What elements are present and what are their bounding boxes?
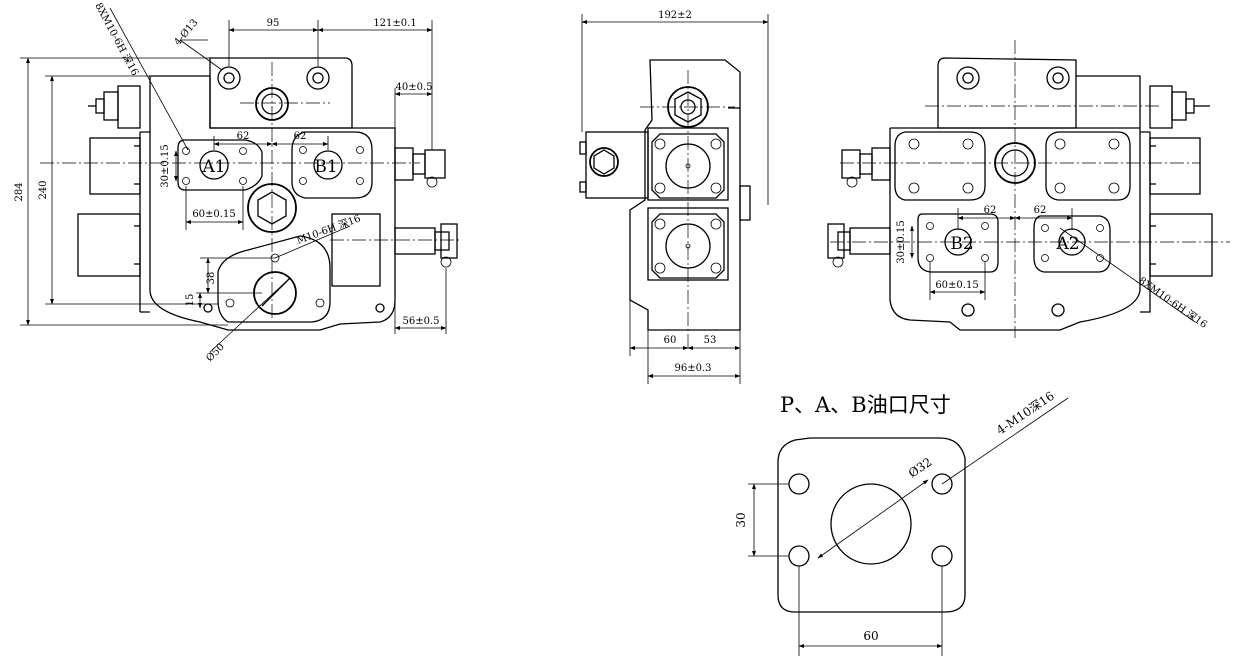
dim-front-thread-p: M10-6H 深16 <box>295 213 362 247</box>
dim-front-38: 38 <box>206 272 217 285</box>
flange-h30: 30 <box>734 512 748 527</box>
port-label-a1: A1 <box>201 157 225 177</box>
dim-front-240: 240 <box>38 180 49 199</box>
port-label-b2: B2 <box>950 234 973 254</box>
rear-view <box>827 40 1230 338</box>
dim-side-53: 53 <box>704 335 717 346</box>
flange-dia: Ø32 <box>906 455 935 481</box>
flange-w60: 60 <box>863 629 878 643</box>
dim-rear-30: 30±0.15 <box>896 220 907 263</box>
port-label-b1: B1 <box>314 157 337 177</box>
front-view <box>40 57 460 331</box>
dim-rear-62a: 62 <box>984 205 997 216</box>
dim-front-40: 40±0.5 <box>395 82 432 93</box>
side-view-dimensions: 192±2 60 53 96±0.3 <box>581 10 769 384</box>
dim-front-284: 284 <box>14 182 25 201</box>
flange-detail-title: P、A、B油口尺寸 <box>780 393 951 417</box>
dim-front-121: 121±0.1 <box>373 18 416 29</box>
flange-detail-dimensions: 4-M10深16 Ø32 30 60 <box>734 389 1069 656</box>
flange-detail: P、A、B油口尺寸 <box>777 393 966 613</box>
dim-rear-62b: 62 <box>1034 205 1047 216</box>
dim-front-60: 60±0.15 <box>192 209 235 220</box>
dim-side-96: 96±0.3 <box>674 363 711 374</box>
dim-front-62a: 62 <box>237 131 250 142</box>
port-label-a2: A2 <box>1055 234 1079 254</box>
dim-front-62b: 62 <box>294 131 307 142</box>
dim-side-192: 192±2 <box>658 10 692 21</box>
dim-front-dia50: Ø50 <box>204 342 227 365</box>
dim-front-95: 95 <box>267 18 280 29</box>
dim-rear-60: 60±0.15 <box>935 280 978 291</box>
dim-rear-thread: 8XM10-6H 深16 <box>1136 275 1209 331</box>
front-view-dimensions: 95 121±0.1 4-Ø13 8XM10-6H 深16 40±0.5 284… <box>14 1 447 365</box>
dim-side-60: 60 <box>664 335 677 346</box>
dim-front-15: 15 <box>185 294 196 307</box>
side-view <box>579 59 751 348</box>
dim-front-30: 30±0.15 <box>160 144 171 187</box>
flange-thread: 4-M10深16 <box>994 389 1057 438</box>
dim-front-56: 56±0.5 <box>402 316 439 327</box>
dim-front-thread-top: 8XM10-6H 深16 <box>92 1 141 78</box>
dim-front-holes: 4-Ø13 <box>172 17 200 48</box>
